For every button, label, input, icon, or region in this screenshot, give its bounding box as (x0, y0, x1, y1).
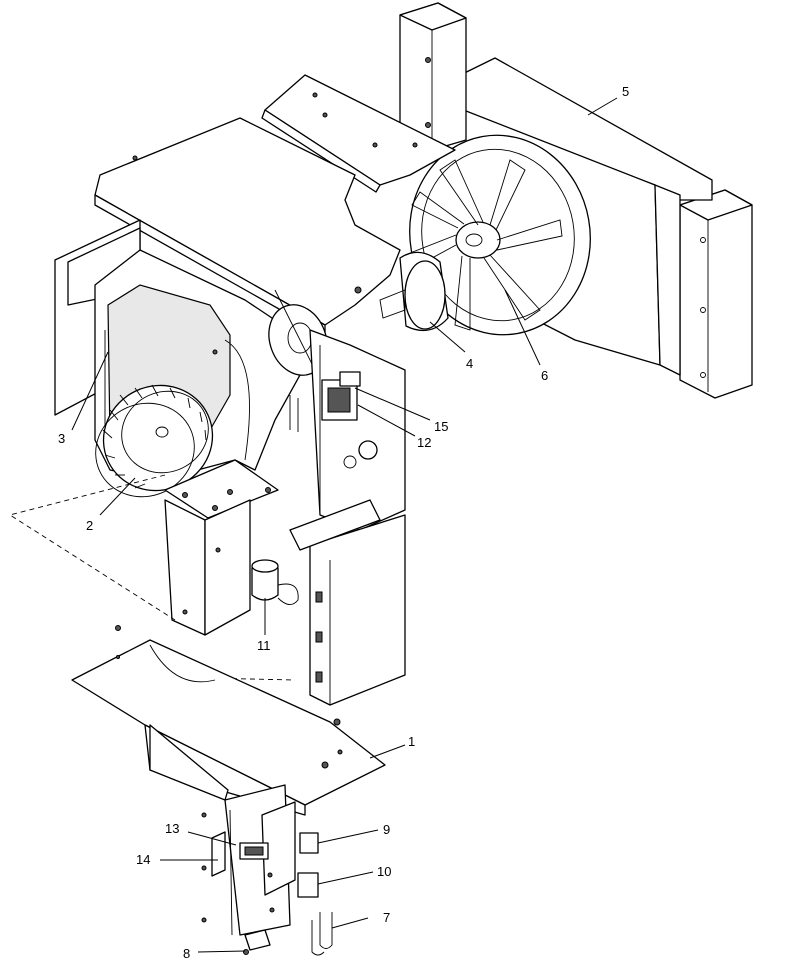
callout-2: 2 (86, 518, 93, 533)
callout-6: 6 (541, 368, 548, 383)
callout-12: 12 (417, 435, 431, 450)
callout-15: 15 (434, 419, 448, 434)
callout-14: 14 (136, 852, 150, 867)
capacitor (251, 559, 299, 605)
leader-lines (71, 97, 618, 953)
assembly-guide-line (8, 474, 176, 621)
callout-8: 8 (183, 946, 190, 961)
callout-4: 4 (466, 356, 473, 371)
blower-mounting-plate (115, 459, 279, 636)
side-cover-panel (679, 189, 753, 399)
lower-control-bracket (201, 784, 333, 956)
right-front-panel (289, 499, 406, 726)
control-box-top-cover (261, 74, 456, 193)
fan-motor (379, 251, 449, 332)
callout-5: 5 (622, 84, 629, 99)
condenser-fan (404, 134, 591, 336)
callout-3: 3 (58, 431, 65, 446)
callout-7: 7 (383, 910, 390, 925)
control-relay (321, 371, 361, 421)
callout-11: 11 (257, 638, 271, 653)
callout-10: 10 (377, 864, 391, 879)
callout-1: 1 (408, 734, 415, 749)
callout-9: 9 (383, 822, 390, 837)
callout-labels: 1 2 3 4 5 6 7 8 9 10 11 12 13 14 15 (58, 84, 629, 961)
callout-13: 13 (165, 821, 179, 836)
